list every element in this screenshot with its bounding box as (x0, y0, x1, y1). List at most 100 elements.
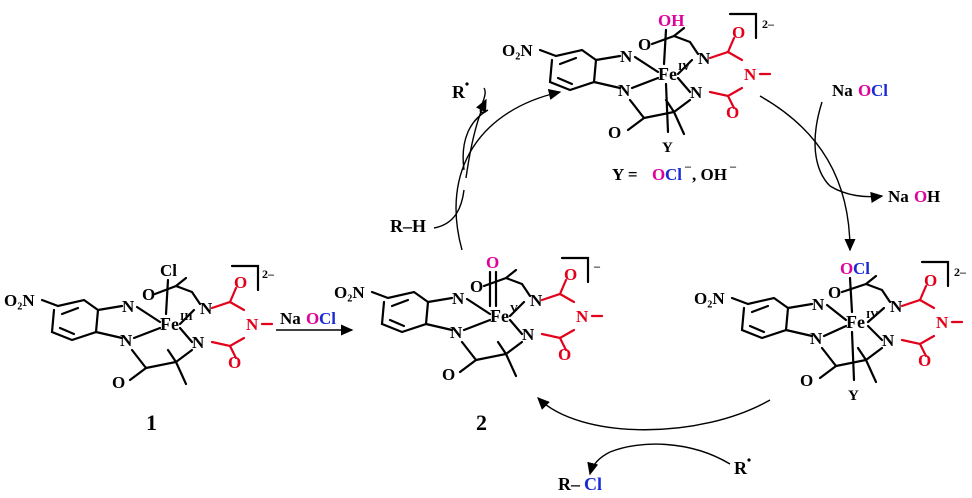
svg-text:Cl: Cl (871, 81, 888, 100)
o-bottom: O (112, 373, 125, 392)
rcl-label: R– Cl (558, 474, 602, 494)
arrow-3-to-4 (759, 95, 856, 252)
n-amide-2: N (120, 331, 133, 350)
o-top: O (828, 283, 841, 302)
n-amide-3: N (530, 291, 543, 310)
n-amide-1: N (122, 297, 135, 316)
charge: – (593, 259, 601, 273)
o-bottom: O (800, 371, 813, 390)
svg-text:Na: Na (832, 81, 853, 100)
axial-ligand: Cl (160, 261, 177, 280)
svg-text:Cl: Cl (584, 474, 602, 494)
complex-2: O₂N N N Fe V O O N N O O N – O (334, 253, 604, 384)
r-radical-top: R (452, 82, 469, 102)
svg-text:Na: Na (888, 187, 909, 206)
n-amide-2: N (618, 81, 631, 100)
o-ring-2: O (918, 351, 931, 370)
complex-4: O₂N N N Fe IV O Cl O N N O O N 2– O Y (694, 259, 967, 404)
o-ring-2: O (558, 345, 571, 364)
o-top: O (470, 277, 483, 296)
svg-text:O: O (858, 81, 871, 100)
o-bottom: O (608, 123, 621, 142)
charge: 2– (954, 265, 967, 279)
svg-text:O: O (652, 165, 665, 184)
n-amide-1: N (452, 289, 465, 308)
n-amide-2: N (810, 329, 823, 348)
svg-text:–: – (684, 159, 692, 173)
nitro-group: O₂N (4, 291, 35, 310)
complex-1: O₂N N N Fe III Cl O N N O O N 2– O (4, 261, 275, 392)
nitro-group: O₂N (694, 289, 725, 308)
arrow-rcl-out (587, 451, 611, 476)
svg-text:Cl: Cl (319, 309, 336, 328)
rh-label: R–H (390, 216, 426, 236)
o-top: O (638, 35, 651, 54)
charge: 2– (262, 267, 275, 281)
svg-text:O: O (306, 309, 319, 328)
svg-text:Cl: Cl (665, 165, 682, 184)
ox-state: V (510, 303, 518, 315)
o-ring-1: O (234, 273, 247, 292)
hypochlorite-ligand: O Cl (840, 259, 870, 278)
arrow-rh-in (433, 189, 465, 229)
svg-text:Na: Na (280, 309, 301, 328)
n-ring: N (744, 65, 757, 84)
n-ring: N (576, 307, 589, 326)
n-amide-1: N (620, 47, 633, 66)
complex-3: O₂N N N Fe IV OH O N N O O N 2– O Y (502, 11, 775, 156)
naocl-label: Na O Cl (832, 81, 888, 100)
charge: 2– (762, 17, 775, 31)
arrow-2-to-3 (455, 89, 562, 251)
svg-text:H: H (927, 187, 940, 206)
svg-text:R: R (734, 458, 748, 478)
n-amide-3: N (890, 297, 903, 316)
label-1: 1 (146, 410, 157, 435)
hydroxo-ligand: OH (658, 11, 684, 30)
arrow-naoh-out (829, 185, 884, 203)
r-radical-bottom: R (734, 458, 751, 478)
trans-ligand: Y (662, 140, 673, 156)
o-bottom: O (442, 365, 455, 384)
svg-text:R–: R– (558, 474, 581, 494)
ox-state: IV (866, 309, 878, 321)
svg-text:R: R (452, 82, 466, 102)
svg-text:O: O (840, 259, 853, 278)
o-ring-1: O (564, 265, 577, 284)
nitro-group: O₂N (334, 283, 365, 302)
label-2: 2 (476, 410, 487, 435)
naoh-label: Na O H (888, 187, 940, 206)
svg-text:Y =: Y = (612, 165, 638, 184)
n-amide-4: N (690, 83, 703, 102)
n-ring: N (246, 315, 259, 334)
svg-text:O: O (914, 187, 927, 206)
y-definition: Y = O Cl – , OH – (612, 159, 737, 184)
arrow-naocl-in (814, 101, 831, 187)
nitro-group: O₂N (502, 41, 533, 60)
n-ring: N (936, 313, 949, 332)
o-top: O (142, 285, 155, 304)
o-ring-1: O (732, 23, 745, 42)
arrow-r-radical-out (462, 87, 489, 171)
metal-center: Fe (490, 306, 509, 326)
metal-center: Fe (846, 312, 865, 332)
svg-text:Cl: Cl (853, 259, 870, 278)
metal-center: Fe (658, 64, 677, 84)
reagent-naocl-1: Na O Cl (280, 309, 336, 328)
n-amide-2: N (450, 323, 463, 342)
n-amide-4: N (522, 325, 535, 344)
svg-text:, OH: , OH (692, 165, 727, 184)
n-amide-4: N (882, 331, 895, 350)
arrow-r-radical-in (609, 443, 731, 465)
arrow-4-to-2 (537, 397, 771, 431)
n-amide-3: N (200, 299, 213, 318)
metal-center: Fe (160, 314, 179, 334)
n-amide-1: N (812, 295, 825, 314)
oxo-ligand: O (486, 253, 499, 272)
n-amide-3: N (698, 49, 711, 68)
o-ring-2: O (228, 353, 241, 372)
o-ring-2: O (726, 103, 739, 122)
o-ring-1: O (924, 271, 937, 290)
n-amide-4: N (192, 333, 205, 352)
trans-ligand: Y (848, 388, 859, 404)
